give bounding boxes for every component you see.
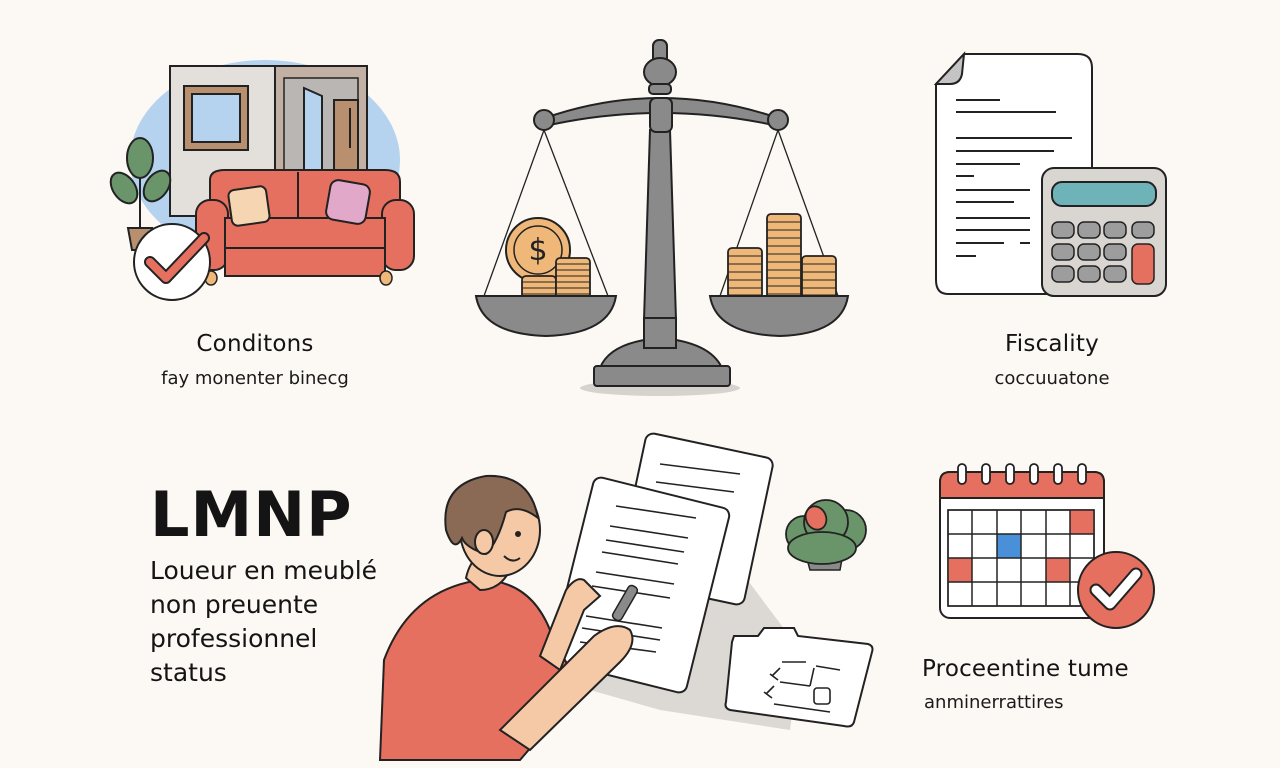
pen-icon	[611, 584, 639, 622]
lmnp-panel: LMNP Loueur en meublé non preuente profe…	[150, 484, 410, 690]
fiscality-title: Fiscality	[1005, 331, 1099, 357]
dollar-coin-icon: $	[505, 217, 571, 283]
balance-scale-illustration: $	[474, 39, 850, 396]
document-calculator-illustration	[933, 51, 1167, 297]
coin-stack-icon	[521, 257, 591, 303]
conditions-subtitle: fay monenter binecg	[161, 368, 349, 389]
person-icon	[378, 474, 639, 761]
plant-icon	[109, 137, 172, 251]
check-badge-icon	[133, 223, 211, 301]
calendar-icon	[939, 463, 1105, 619]
procedure-title: Proceentine tume	[922, 656, 1129, 682]
calendar-illustration	[939, 463, 1155, 629]
lmnp-line-2: non preuente	[150, 590, 319, 619]
checklist-folder-icon	[724, 627, 874, 728]
check-badge-icon-2	[1077, 551, 1155, 629]
fiscality-subtitle: coccuuatone	[994, 368, 1110, 389]
procedure-subtitle: anminerrattires	[924, 692, 1064, 713]
conditions-title: Conditons	[196, 331, 314, 357]
lmnp-line-4: status	[150, 658, 227, 687]
furnished-room-illustration	[109, 60, 415, 301]
coin-stacks-icon	[727, 213, 837, 303]
lmnp-line-3: professionnel	[150, 624, 318, 653]
person-signing-illustration	[378, 432, 874, 761]
lmnp-line-1: Loueur en meublé	[150, 556, 378, 585]
plant-icon-2	[785, 499, 867, 571]
sofa-icon	[195, 169, 415, 286]
lmnp-title: LMNP	[150, 478, 353, 551]
calculator-icon	[1041, 167, 1167, 297]
svg-text:$: $	[528, 233, 547, 268]
